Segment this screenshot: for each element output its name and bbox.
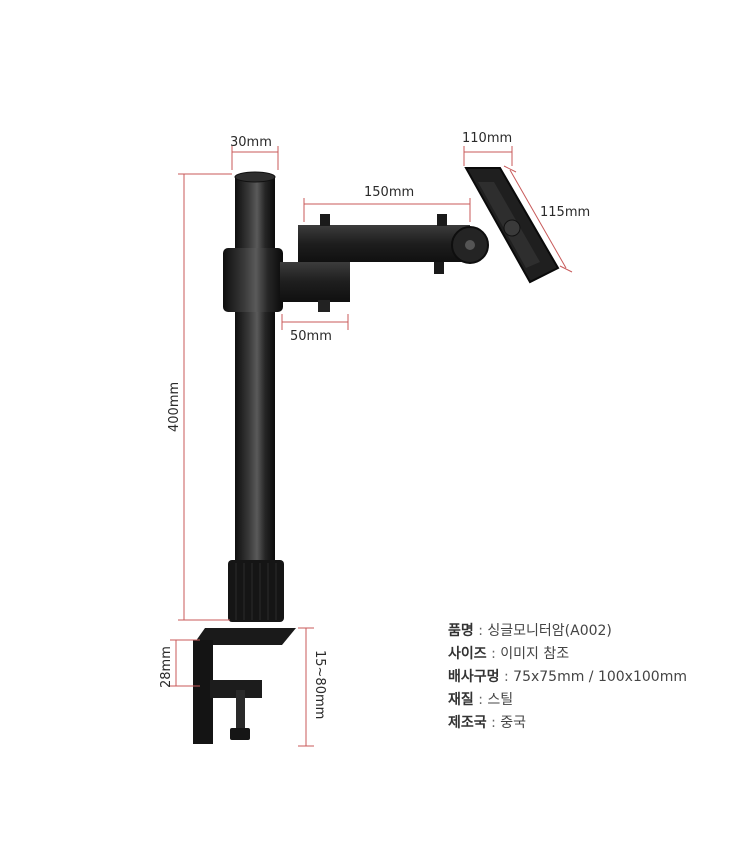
spec-row-vesa: 배사구멍 : 75x75mm / 100x100mm	[448, 666, 687, 689]
clamp-jaw	[210, 680, 262, 698]
spec-separator: :	[499, 669, 514, 685]
arm-bolt-under	[434, 262, 444, 274]
dim-joint-width: 50mm	[290, 329, 332, 344]
dimension-lines	[170, 146, 573, 747]
arm-segment-lower	[280, 262, 350, 302]
spec-separator: :	[473, 623, 488, 639]
arm-bolt-top-right	[437, 214, 447, 226]
spec-label: 재질	[448, 692, 474, 708]
dim-clamp-depth: 28mm	[159, 646, 174, 688]
dim-plate-height: 115mm	[540, 205, 590, 220]
spec-label: 제조국	[448, 715, 487, 731]
pole-base-ring	[228, 560, 284, 622]
arm-bolt-lower	[318, 300, 330, 312]
dim-plate-width: 110mm	[462, 131, 512, 146]
arm-segment-upper	[298, 225, 470, 262]
clamp-screw	[236, 690, 245, 732]
spec-value: 싱글모니터암(A002)	[487, 623, 612, 639]
spec-label: 배사구멍	[448, 669, 500, 685]
spec-row-size: 사이즈 : 이미지 참조	[448, 643, 687, 666]
spec-row-origin: 제조국 : 중국	[448, 712, 687, 735]
spec-value: 중국	[500, 715, 527, 731]
dim-pole-height: 400mm	[167, 382, 182, 432]
arm-bolt-top-left	[320, 214, 330, 226]
pole-collar	[223, 248, 283, 312]
monitor-arm-product	[193, 167, 560, 744]
spec-separator: :	[486, 715, 501, 731]
product-spec-list: 품명 : 싱글모니터암(A002) 사이즈 : 이미지 참조 배사구멍 : 75…	[448, 620, 687, 735]
dim-pole-diameter: 30mm	[230, 135, 272, 150]
spec-label: 사이즈	[448, 646, 487, 662]
spec-separator: :	[473, 692, 488, 708]
clamp-screw-knob	[230, 728, 250, 740]
spec-separator: :	[486, 646, 501, 662]
spec-row-product-name: 품명 : 싱글모니터암(A002)	[448, 620, 687, 643]
spec-value: 이미지 참조	[500, 646, 570, 662]
clamp-body	[193, 640, 213, 744]
spec-value: 스틸	[487, 692, 514, 708]
dim-desk-thickness: 15~80mm	[312, 650, 327, 719]
spec-row-material: 재질 : 스틸	[448, 689, 687, 712]
clamp-top-plate	[193, 628, 296, 645]
spec-value: 75x75mm / 100x100mm	[513, 669, 687, 685]
dim-arm-length: 150mm	[364, 185, 414, 200]
pole-top-cap	[234, 171, 276, 183]
pole	[235, 175, 275, 575]
spec-label: 품명	[448, 623, 474, 639]
